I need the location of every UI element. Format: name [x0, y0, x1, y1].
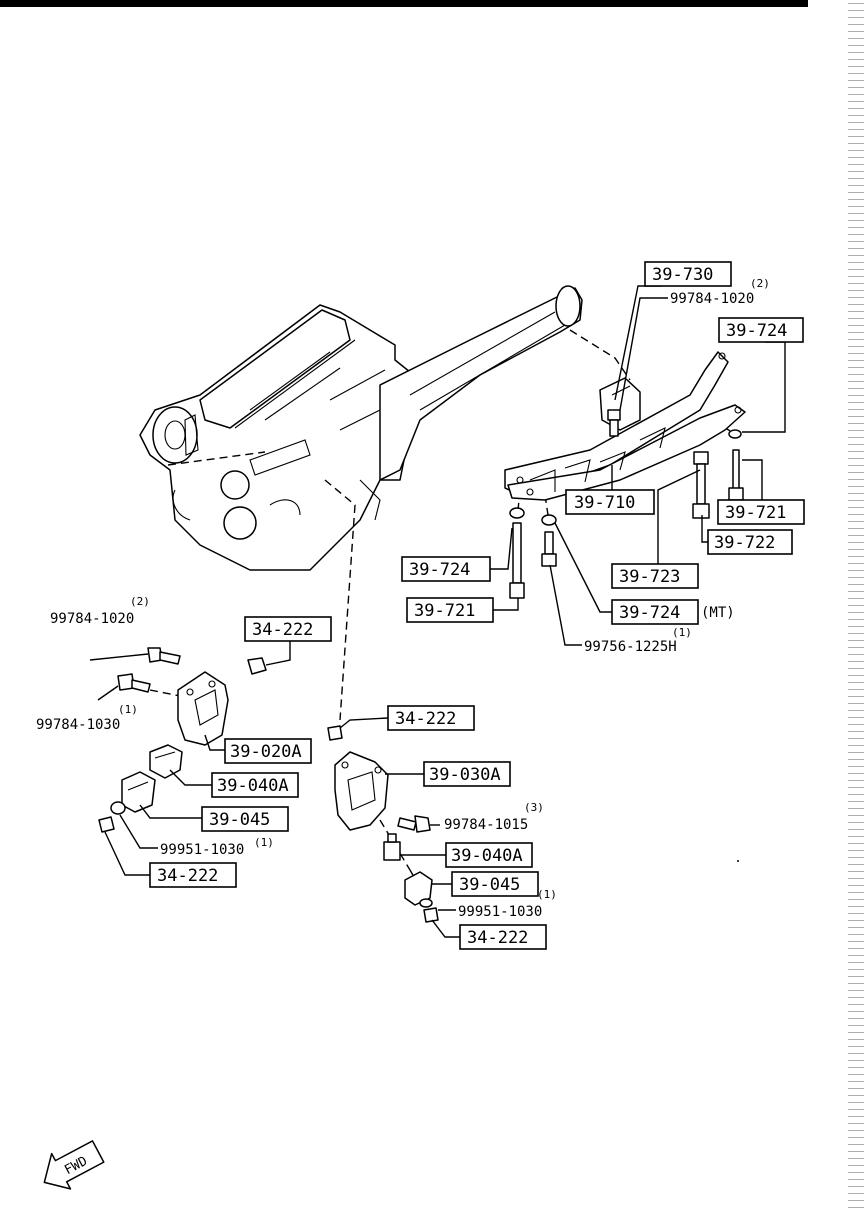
svg-text:39-045: 39-045: [209, 810, 270, 830]
label-34-222-bottom-right: 34-222: [459, 924, 547, 950]
svg-text:39-020A: 39-020A: [230, 742, 302, 762]
svg-text:39-724: 39-724: [726, 321, 787, 341]
plain-part-labels: 99784-1020 99756-1225H 99784-1020 99784-…: [36, 291, 754, 920]
part-99784-1020-top: 99784-1020: [670, 291, 754, 307]
label-39-045-left: 39-045: [201, 806, 289, 832]
label-39-723: 39-723: [611, 563, 699, 589]
svg-text:39-710: 39-710: [574, 493, 635, 513]
part-99951-1030-left: 99951-1030: [160, 842, 244, 858]
scan-dot: [737, 860, 739, 862]
part-99784-1020-left: 99784-1020: [50, 611, 134, 627]
label-39-045-right: 39-045: [451, 871, 539, 897]
label-34-222-bottom-left: 34-222: [149, 862, 237, 888]
svg-text:39-721: 39-721: [725, 503, 786, 523]
svg-text:39-724: 39-724: [619, 603, 680, 623]
qty-99784-1030: (1): [118, 703, 138, 716]
crossmember-fasteners: [509, 409, 744, 599]
svg-text:39-721: 39-721: [414, 601, 475, 621]
label-39-724-mt: 39-724: [611, 599, 699, 625]
svg-text:34-222: 34-222: [395, 709, 456, 729]
part-99784-1030: 99784-1030: [36, 717, 120, 733]
svg-text:39-040A: 39-040A: [451, 846, 523, 866]
label-39-724-left: 39-724: [401, 556, 491, 582]
part-99951-1030-right: 99951-1030: [458, 904, 542, 920]
svg-text:39-722: 39-722: [714, 533, 775, 553]
top-border-bar: [0, 0, 808, 7]
label-39-721-left: 39-721: [406, 597, 494, 623]
label-39-724-top: 39-724: [718, 317, 804, 343]
svg-text:39-730: 39-730: [652, 265, 713, 285]
label-39-721-right: 39-721: [717, 499, 805, 525]
label-39-730: 39-730: [644, 261, 732, 287]
label-39-722: 39-722: [707, 529, 793, 555]
fwd-arrow: FWD: [43, 1140, 105, 1190]
label-39-040a-right: 39-040A: [445, 842, 533, 868]
svg-text:34-222: 34-222: [157, 866, 218, 886]
engine-transmission-illustration: [139, 285, 583, 571]
scan-edge-strip: [848, 0, 864, 1214]
right-mount-assembly: [327, 725, 439, 923]
label-39-040a-left: 39-040A: [211, 772, 299, 798]
label-39-020a: 39-020A: [224, 738, 312, 764]
svg-text:39-045: 39-045: [459, 875, 520, 895]
svg-text:39-724: 39-724: [409, 560, 470, 580]
svg-text:39-030A: 39-030A: [429, 765, 501, 785]
label-39-710: 39-710: [565, 489, 655, 515]
quantity-marks: (2) (1) (2) (1) (1) (3) (1): [118, 277, 770, 901]
label-39-030a: 39-030A: [423, 761, 511, 787]
qty-99784-1015: (3): [524, 801, 544, 814]
crossmember-39-710: [504, 351, 746, 501]
qty-99784-1020-top: (2): [750, 277, 770, 290]
svg-text:34-222: 34-222: [252, 620, 313, 640]
label-34-222-top-left: 34-222: [244, 616, 332, 642]
boxed-part-labels: 39-730 39-724 39-710 39-721 39-722 39-72…: [149, 261, 805, 950]
qty-99784-1020-left: (2): [130, 595, 150, 608]
svg-text:34-222: 34-222: [467, 928, 528, 948]
part-99784-1015: 99784-1015: [444, 817, 528, 833]
svg-text:39-723: 39-723: [619, 567, 680, 587]
mt-note: (MT): [701, 605, 735, 621]
qty-99951-1030-left: (1): [254, 836, 274, 849]
part-99756-1225h: 99756-1225H: [584, 639, 677, 655]
svg-text:39-040A: 39-040A: [217, 776, 289, 796]
left-mount-assembly: [98, 647, 267, 833]
label-34-222-mid: 34-222: [387, 705, 475, 731]
qty-39-724-mt: (1): [672, 626, 692, 639]
qty-99951-1030-right: (1): [537, 888, 557, 901]
